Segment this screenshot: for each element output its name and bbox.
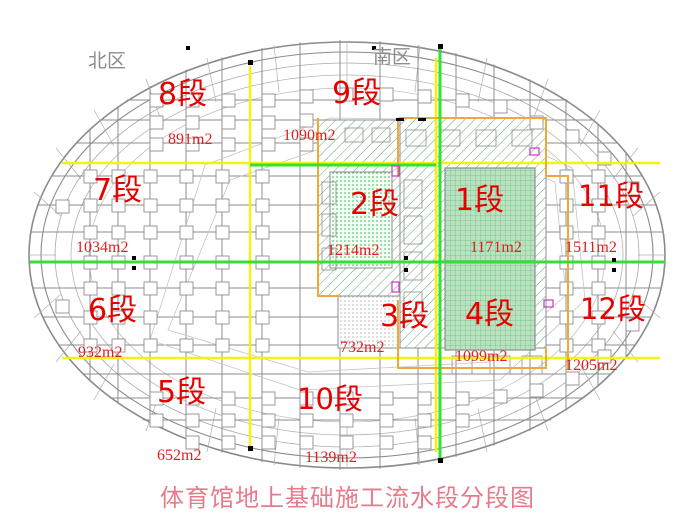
direction-label-north: 北区 xyxy=(88,50,127,72)
segment-area-8: 891m2 xyxy=(168,131,213,148)
magenta-markers xyxy=(391,147,554,308)
segment-area-11: 1511m2 xyxy=(565,239,617,256)
segment-label-11: 11段 xyxy=(578,179,644,213)
segment-area-7: 1034m2 xyxy=(76,239,129,256)
dimension-ticks xyxy=(132,44,616,463)
segment-area-3: 732m2 xyxy=(340,339,385,356)
drawing-caption: 体育馆地上基础施工流水段分段图 xyxy=(160,484,535,512)
segment-label-8: 8段 xyxy=(158,77,208,112)
segment-label-7: 7段 xyxy=(93,173,143,208)
segment-area-4: 1099m2 xyxy=(455,348,508,365)
divider-lines-yellow xyxy=(62,58,660,452)
segment-label-9: 9段 xyxy=(332,76,382,111)
segment-area-9: 1090m2 xyxy=(283,127,336,144)
hatched-regions xyxy=(317,117,547,375)
segment-label-2: 2段 xyxy=(350,187,400,222)
segment-label-12: 12段 xyxy=(580,292,646,326)
divider-lines-green xyxy=(30,45,665,462)
segment-label-5: 5段 xyxy=(157,375,207,410)
segment-area-5: 652m2 xyxy=(157,447,202,464)
segment-area-1: 1171m2 xyxy=(470,239,522,256)
segment-label-1: 1段 xyxy=(455,183,505,218)
region-cross-1 xyxy=(444,167,536,351)
region-stipple-3 xyxy=(337,295,401,349)
segment-area-10: 1139m2 xyxy=(305,449,357,466)
segment-area-6: 932m2 xyxy=(78,344,123,361)
segment-area-12: 1205m2 xyxy=(565,357,618,374)
segment-label-6: 6段 xyxy=(88,293,138,328)
segment-label-3: 3段 xyxy=(380,299,430,334)
segment-label-10: 10段 xyxy=(297,382,363,416)
segment-area-2: 1214m2 xyxy=(327,242,380,259)
direction-label-south: 南区 xyxy=(373,46,412,68)
region-stipple-2 xyxy=(329,171,393,269)
segment-label-4: 4段 xyxy=(465,297,515,332)
